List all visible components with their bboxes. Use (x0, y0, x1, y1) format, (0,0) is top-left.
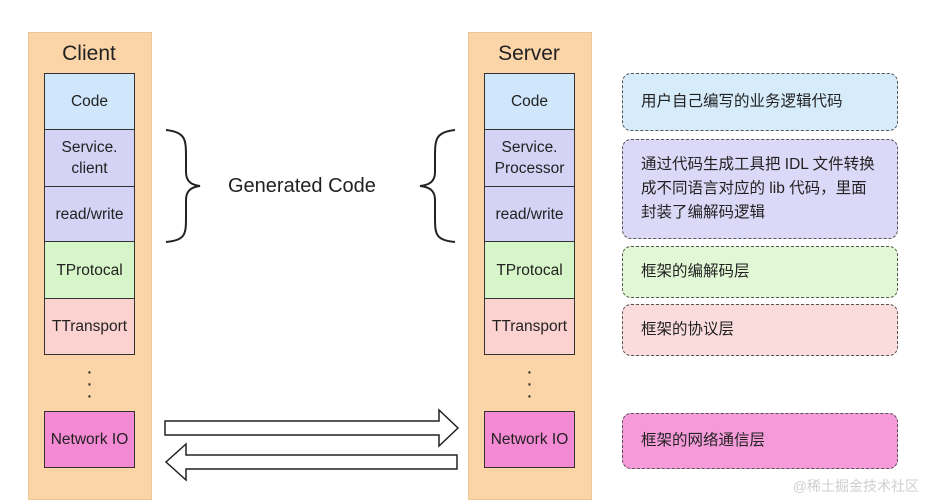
watermark: @稀土掘金技术社区 (792, 478, 919, 494)
note-transport: 框架的协议层 (622, 304, 898, 356)
client-layer-ttransport: TTransport (44, 298, 135, 355)
note-generated: 通过代码生成工具把 IDL 文件转换成不同语言对应的 lib 代码，里面封装了编… (622, 139, 898, 239)
note-network: 框架的网络通信层 (622, 413, 898, 469)
client-layer-readwrite: read/write (44, 186, 135, 242)
server-layer-ttransport: TTransport (484, 298, 575, 355)
right-curly-brace-icon (419, 129, 456, 243)
generated-code-label: Generated Code (228, 175, 376, 197)
server-layer-readwrite: read/write (484, 186, 575, 242)
server-ellipsis: · · · (526, 361, 533, 407)
server-layer-service: Service. Processor (484, 129, 575, 187)
arrow-right-icon (164, 408, 460, 448)
note-code: 用户自己编写的业务逻辑代码 (622, 73, 898, 131)
server-layer-network-io: Network IO (484, 411, 575, 468)
arrow-left-icon (164, 442, 458, 482)
client-layer-network-io: Network IO (44, 411, 135, 468)
client-ellipsis: · · · (86, 361, 93, 407)
server-title: Server (498, 42, 560, 65)
server-layer-tprotocal: TProtocal (484, 241, 575, 299)
client-layer-tprotocal: TProtocal (44, 241, 135, 299)
left-curly-brace-icon (165, 129, 201, 243)
client-layer-service: Service. client (44, 129, 135, 187)
note-protocol: 框架的编解码层 (622, 246, 898, 298)
client-title: Client (62, 42, 116, 65)
